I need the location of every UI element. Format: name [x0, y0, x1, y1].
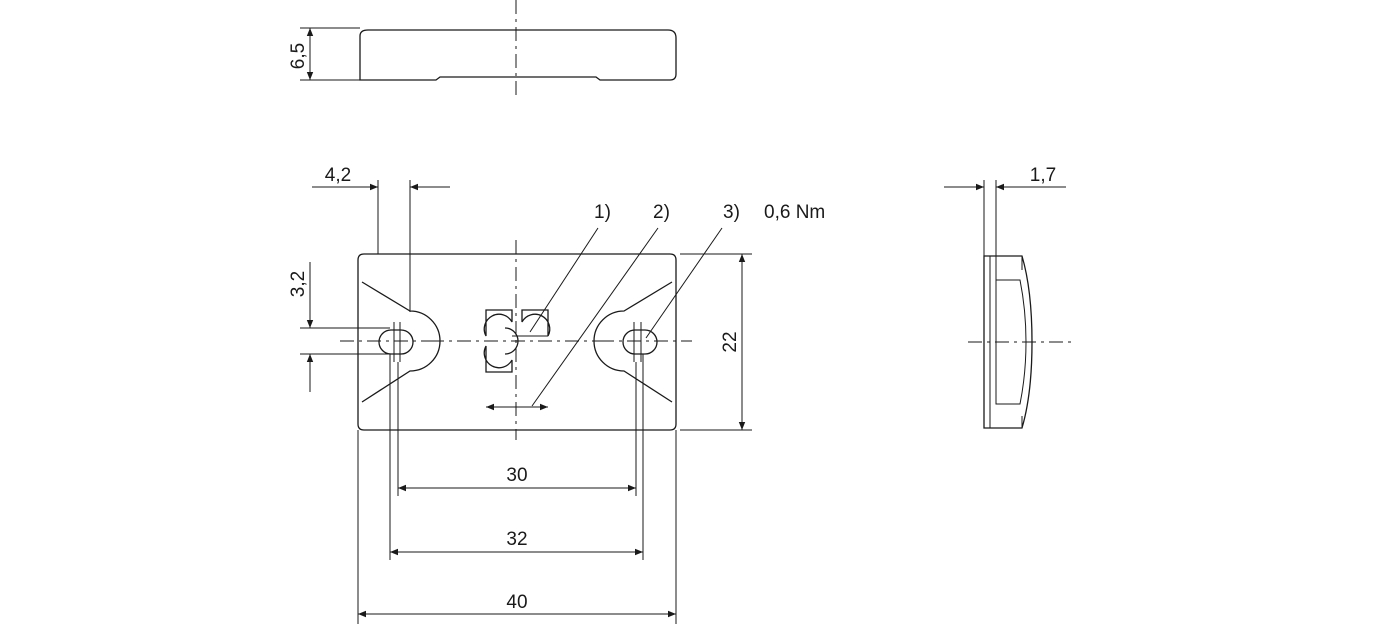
hole-height-label: 3,2	[288, 271, 309, 297]
callout-1-leader	[529, 227, 599, 333]
width-label: 40	[506, 592, 527, 613]
callout-2-label: 2)	[653, 202, 670, 223]
left-mounting-hole	[378, 329, 414, 355]
side-view: 1,7	[944, 165, 1074, 429]
right-mount-lobe	[593, 281, 673, 403]
callout-3-label: 3)	[723, 202, 740, 223]
edge-thickness-label: 1,7	[1030, 165, 1056, 186]
sensor-quadrant-tr	[521, 309, 551, 337]
callout-1-label: 1)	[594, 202, 611, 223]
thickness-label: 6,5	[288, 43, 309, 69]
sensor-centre-arc	[504, 327, 519, 355]
left-mount-lobe	[361, 281, 441, 403]
inner-spacing-label: 30	[506, 465, 527, 486]
sensor-quadrant-tl	[483, 309, 513, 337]
torque-label: 0,6 Nm	[764, 202, 825, 223]
height-label: 22	[720, 331, 741, 352]
outer-spacing-label: 32	[506, 529, 527, 550]
front-view: 1) 2) 3) 0,6 Nm 4,2 3,2 22 30 32 40	[288, 165, 825, 624]
sensor-quadrant-bl	[483, 345, 513, 373]
callout-2-leader	[531, 227, 659, 407]
callout-3-leader	[645, 227, 723, 339]
top-view: 6,5	[288, 0, 677, 96]
hole-width-label: 4,2	[325, 165, 351, 186]
right-mounting-hole	[622, 329, 658, 355]
body-outline	[357, 253, 677, 431]
top-view-outline	[359, 29, 677, 81]
